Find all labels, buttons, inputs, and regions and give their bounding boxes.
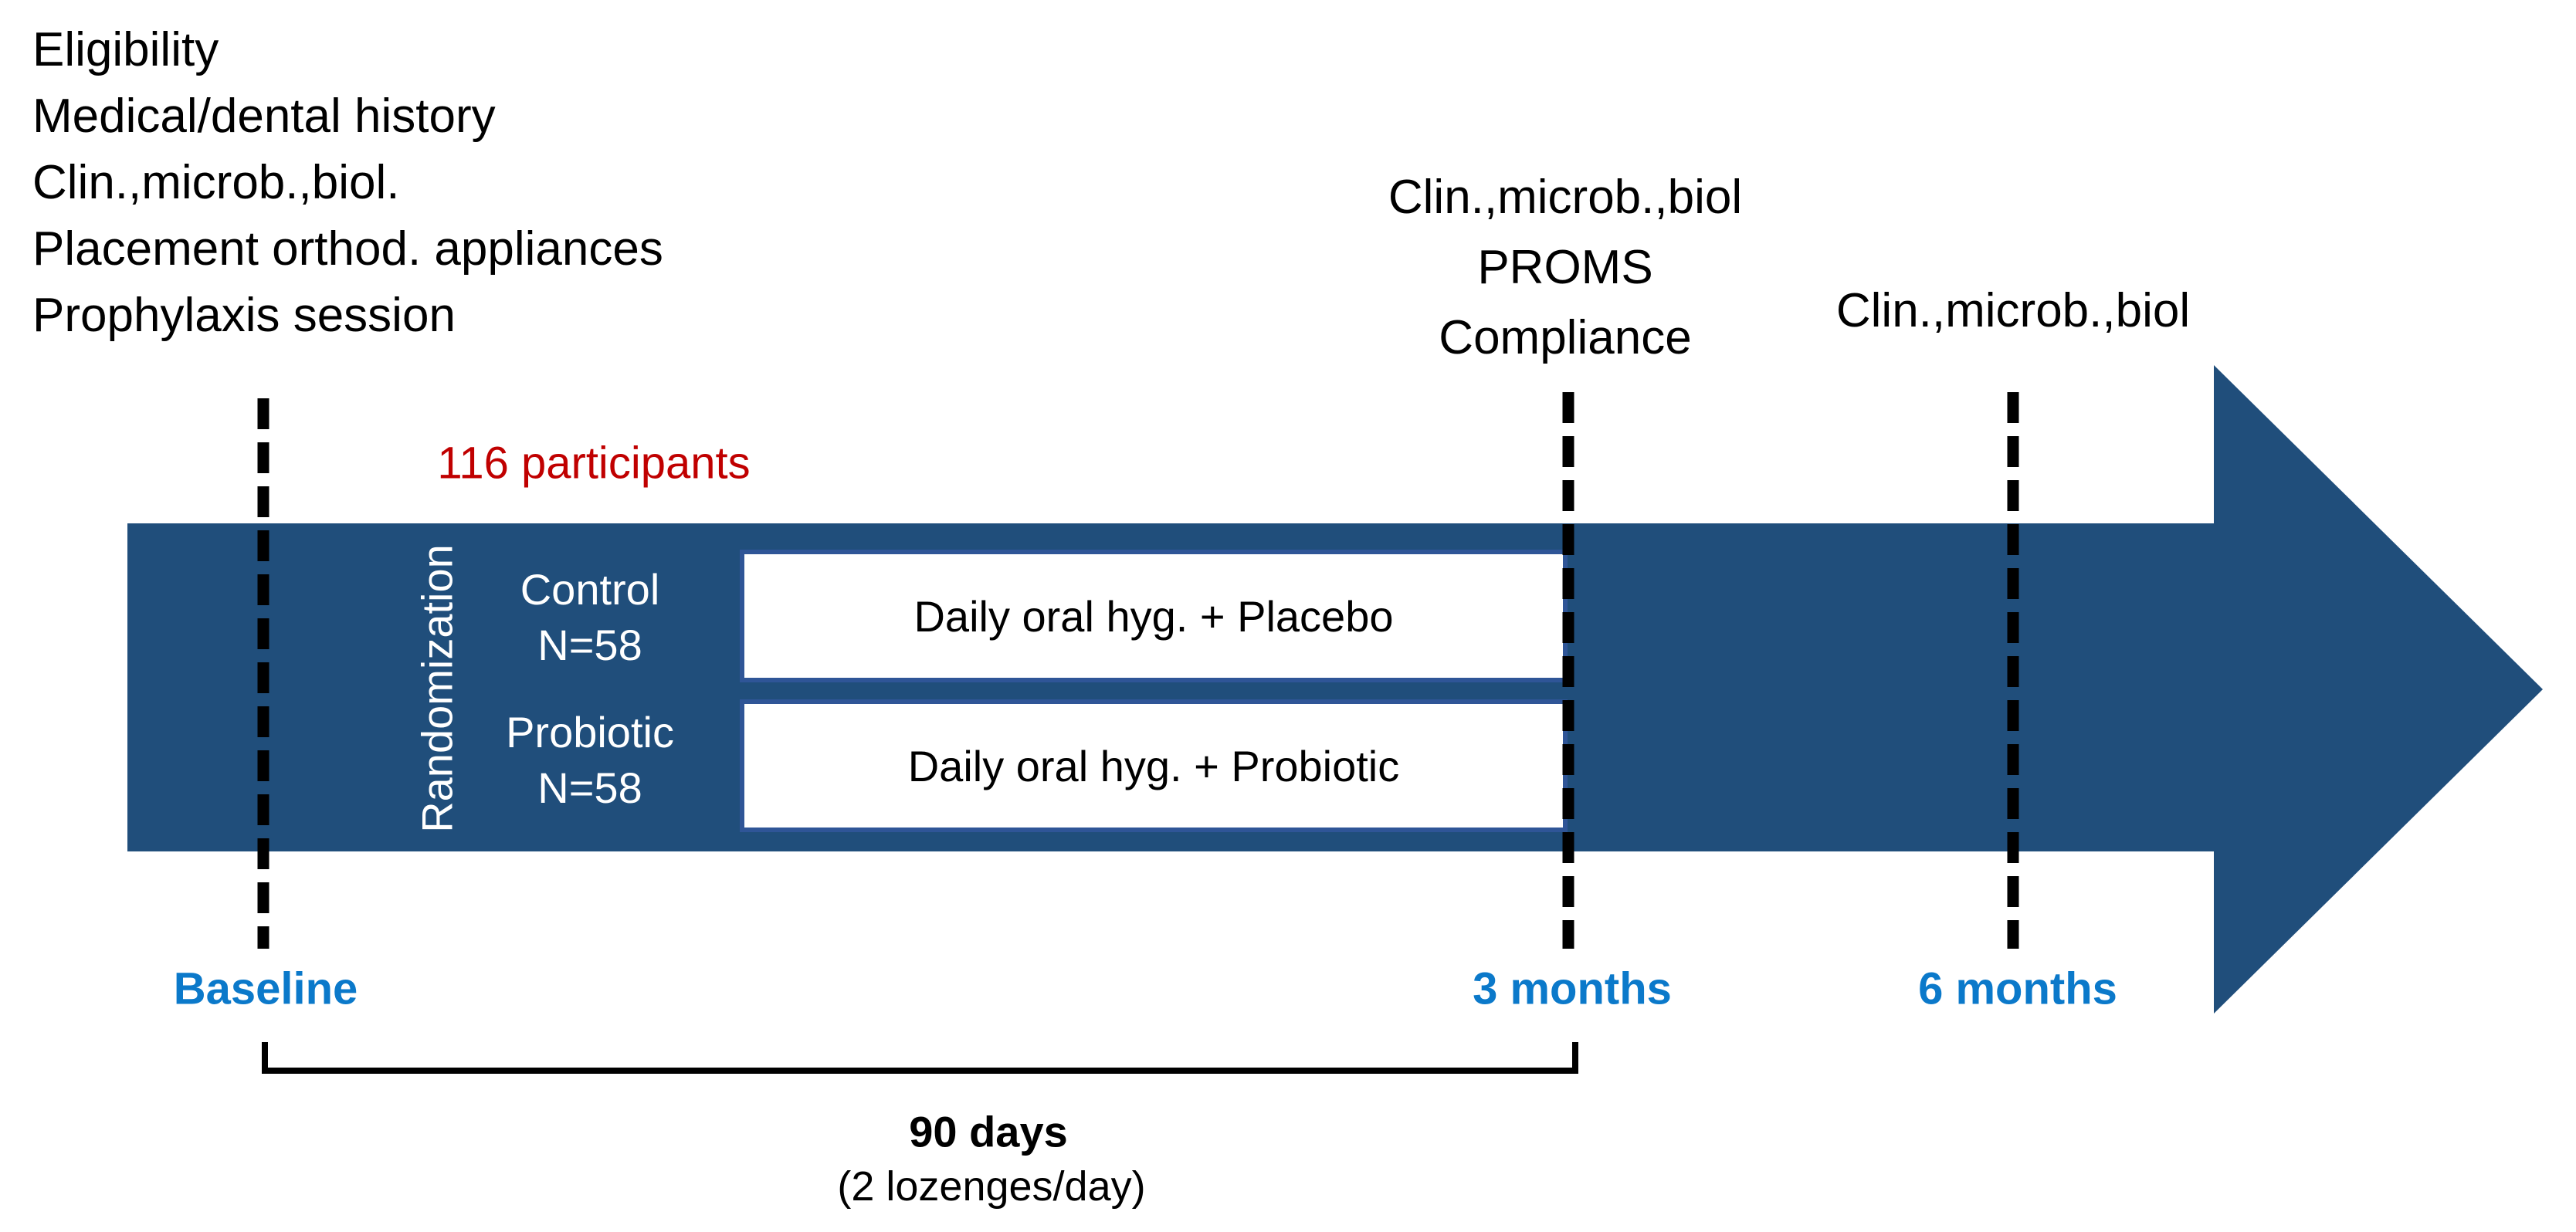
control-arm-n: N=58	[537, 621, 642, 669]
probiotic-intervention-label: Daily oral hyg. + Probiotic	[907, 741, 1400, 790]
baseline-annotations: Eligibility Medical/dental history Clin.…	[32, 17, 663, 349]
participants-count-label: 116 participants	[437, 438, 751, 489]
probiotic-intervention-box: Daily oral hyg. + Probiotic	[740, 699, 1568, 832]
duration-sublabel: (2 lozenges/day)	[837, 1163, 1146, 1210]
annotation-line: Clin.,microb.,biol.	[32, 156, 400, 209]
probiotic-arm-group: Probiotic	[506, 708, 674, 756]
timepoint-6-months: 6 months	[1918, 963, 2117, 1014]
control-arm-label: Control N=58	[520, 562, 660, 673]
annotation-line: Eligibility	[32, 23, 219, 76]
timepoint-baseline: Baseline	[173, 963, 358, 1014]
probiotic-arm-label: Probiotic N=58	[506, 705, 674, 816]
randomization-label: Randomization	[412, 544, 462, 833]
timepoint-3-months: 3 months	[1473, 963, 1672, 1014]
six-month-annotation: Clin.,microb.,biol	[1836, 287, 2190, 335]
annotation-line: Clin.,microb.,biol	[1388, 171, 1743, 224]
probiotic-arm-n: N=58	[537, 763, 642, 812]
annotation-line: Placement orthod. appliances	[32, 222, 663, 276]
placebo-intervention-label: Daily oral hyg. + Placebo	[913, 591, 1394, 641]
placebo-intervention-box: Daily oral hyg. + Placebo	[740, 550, 1568, 682]
timeline-arrow	[127, 365, 2543, 1014]
annotation-line: Clin.,microb.,biol	[1835, 284, 2191, 337]
annotation-line: Prophylaxis session	[32, 289, 456, 342]
control-arm-group: Control	[520, 565, 660, 614]
three-month-annotations: Clin.,microb.,biol PROMS Compliance	[1388, 162, 1742, 373]
annotation-line: PROMS	[1477, 241, 1653, 294]
annotation-line: Compliance	[1439, 311, 1692, 364]
annotation-line: Medical/dental history	[32, 90, 496, 143]
duration-label: 90 days	[909, 1107, 1068, 1156]
